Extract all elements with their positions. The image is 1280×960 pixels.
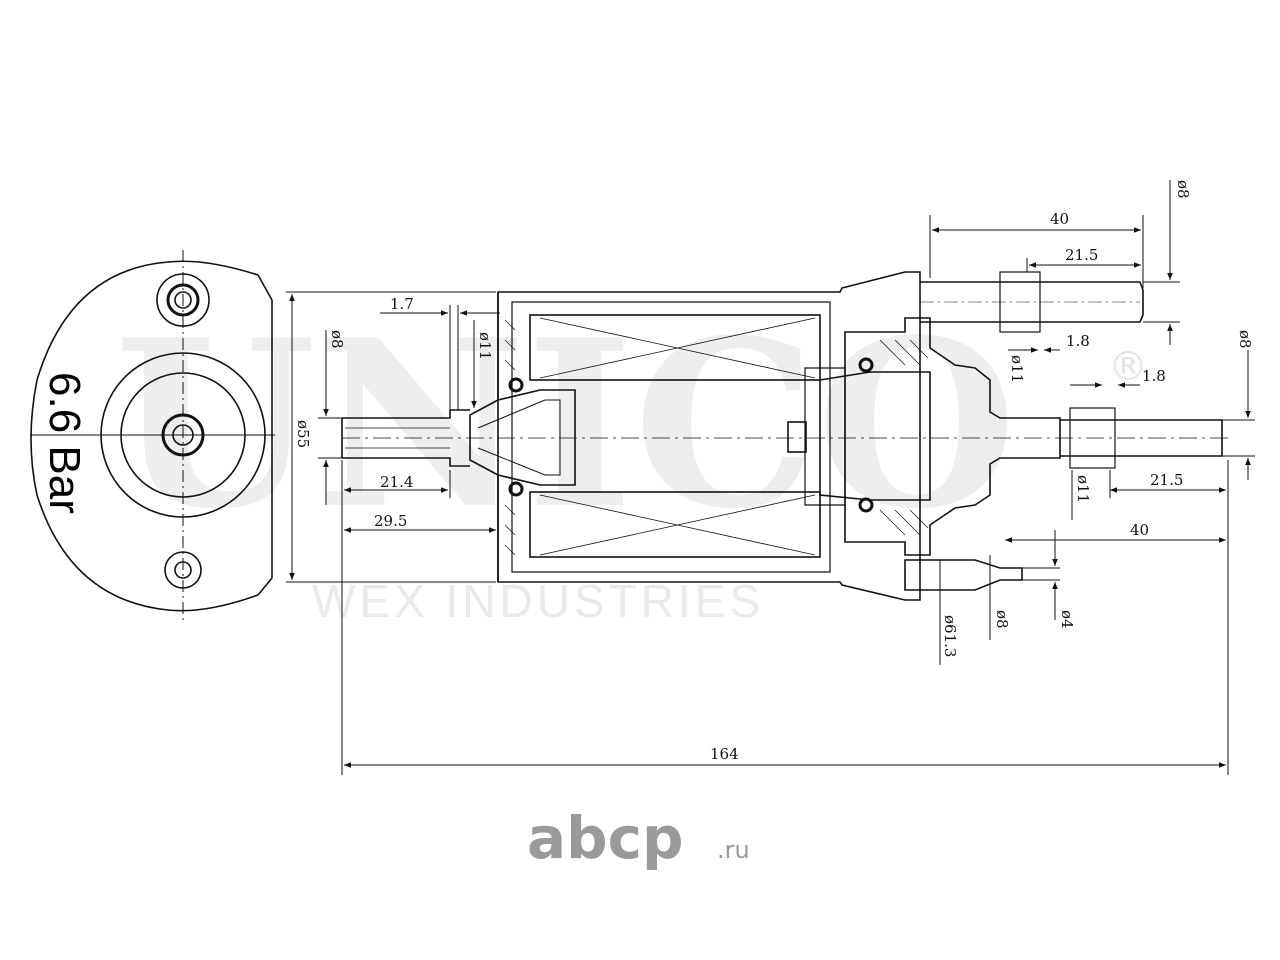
label-overall-length: 164 — [710, 745, 739, 763]
top-bolt-hole — [174, 291, 192, 309]
abcp-logo: abcp .ru — [527, 804, 750, 872]
flange-cut-top — [257, 274, 273, 301]
housing-inner-wall — [511, 301, 831, 573]
label-inlet-tube-length: 21.4 — [380, 473, 413, 491]
o-ring-upper — [508, 377, 524, 393]
watermark-brand: UNICO — [115, 290, 1017, 560]
end-view — [30, 250, 275, 622]
logo-name: abcp — [527, 804, 684, 872]
top-outlet-tube — [920, 281, 1144, 323]
regulator-valve — [804, 367, 846, 506]
label-side-outlet-collar-diameter: ø11 — [1074, 475, 1092, 503]
o-ring-lower — [508, 481, 524, 497]
dimension-labels: 21.4 29.5 ø55 ø8 ø11 1.7 164 40 21.5 ø8 … — [294, 180, 1254, 763]
label-inlet-section-length: 29.5 — [374, 512, 407, 530]
label-flange-diameter: ø61.3 — [941, 615, 959, 657]
filter-element-lower — [529, 491, 821, 558]
label-side-outlet-ring: 1.8 — [1142, 367, 1166, 385]
logo-tld: .ru — [717, 836, 750, 864]
regulator-diaphragm — [819, 371, 931, 501]
housing-outline — [497, 271, 921, 601]
flange-cut-bottom — [257, 577, 273, 596]
inlet-cap — [469, 292, 499, 582]
watermark: UNICO WEX INDUSTRIES ® — [115, 290, 1148, 627]
label-top-outlet-tube-length: 21.5 — [1065, 246, 1098, 264]
valve-stem — [787, 421, 807, 453]
flange-outline — [30, 260, 259, 612]
label-top-outlet-collar-diameter: ø11 — [1008, 355, 1026, 383]
label-inlet-collar-diameter: ø11 — [476, 332, 494, 360]
label-side-outlet-length: 40 — [1130, 521, 1149, 539]
label-return-port-bore: ø4 — [1058, 610, 1076, 629]
label-top-outlet-diameter: ø8 — [1174, 180, 1192, 199]
label-side-outlet-diameter: ø8 — [1236, 330, 1254, 349]
watermark-subtitle: WEX INDUSTRIES — [312, 575, 764, 627]
regulator-body — [844, 317, 1061, 556]
label-top-outlet-ring: 1.8 — [1066, 332, 1090, 350]
element-upper-x2 — [539, 317, 816, 379]
pressure-label: 6.6 Bar — [40, 372, 89, 514]
regulator-hatching — [504, 319, 929, 556]
filter-element-upper — [529, 314, 821, 381]
label-wall-thickness: 1.7 — [390, 295, 414, 313]
funnel-inner — [477, 399, 561, 476]
element-lower-x2 — [539, 494, 816, 556]
label-return-port-diameter: ø8 — [993, 610, 1011, 629]
watermark-registered: ® — [1108, 344, 1148, 390]
label-body-diameter: ø55 — [294, 420, 312, 448]
label-inlet-diameter: ø8 — [328, 330, 346, 349]
return-port — [904, 559, 1023, 591]
inlet-funnel — [497, 389, 576, 486]
label-side-outlet-tube-length: 21.5 — [1150, 471, 1183, 489]
o-ring-outlet-top — [858, 357, 874, 373]
dimension-lines — [286, 180, 1255, 775]
top-bolt — [166, 283, 200, 317]
label-top-outlet-length: 40 — [1050, 210, 1069, 228]
